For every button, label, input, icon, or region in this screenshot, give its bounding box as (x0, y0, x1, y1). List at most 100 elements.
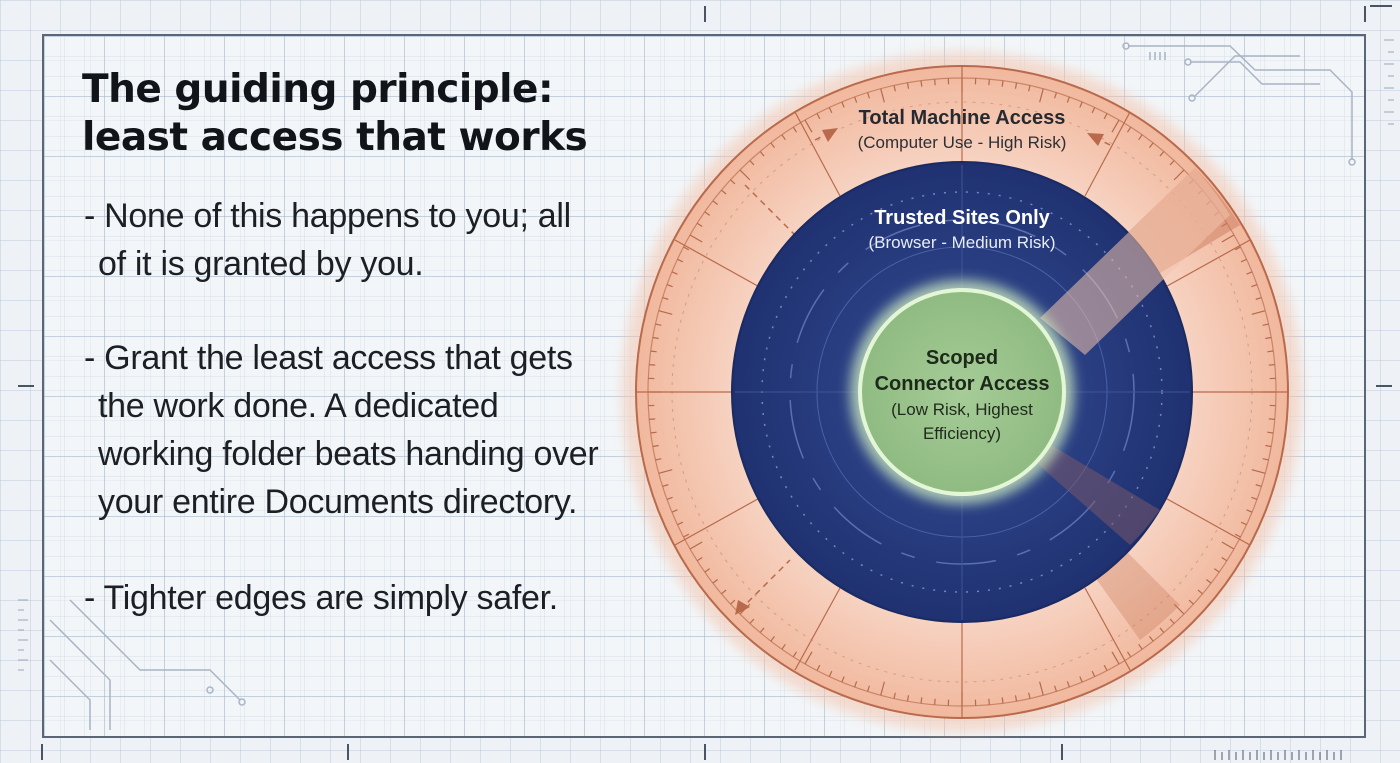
outer-ring-tick (1001, 80, 1004, 87)
outer-ring-tick (1159, 151, 1165, 157)
outer-ring-tick (828, 107, 833, 114)
outer-ring-tick (1265, 336, 1272, 340)
outer-ring-tick (730, 179, 736, 185)
outer-ring-tick (683, 246, 690, 251)
outer-ring-tick (816, 664, 821, 671)
outer-ring-tick (770, 142, 775, 149)
outer-ring-tick (1173, 169, 1185, 181)
outer-ring-tick (1054, 685, 1057, 692)
outer-ring-tick (893, 85, 896, 92)
outer-ring-tick (652, 336, 659, 340)
outer-ring-tick (1001, 697, 1004, 704)
outer-ring-tick (649, 364, 656, 366)
outer-ring-tick (1149, 142, 1154, 149)
outer-ring-dividers (636, 66, 1288, 718)
outer-ring-tick (792, 651, 798, 658)
outer-ring-tick (804, 119, 813, 133)
outer-ring-tick (1255, 297, 1262, 300)
slide-title-line-1: The guiding principle: (82, 67, 554, 112)
inner-circle-title-line-2: Connector Access (875, 373, 1050, 395)
outer-ring-tick (1205, 579, 1212, 584)
outer-ring-tick (1246, 509, 1253, 513)
outer-ring-tick (649, 418, 656, 420)
outer-ring-tick (1111, 651, 1120, 665)
middle-ring-subtitle: (Browser - Medium Risk) (868, 233, 1055, 252)
outer-ring-tick (666, 284, 673, 288)
outer-ring-tick (906, 695, 910, 702)
outer-ring-tick (1213, 568, 1220, 573)
outer-ring-tick (1262, 458, 1269, 461)
outer-ring-tick (721, 189, 727, 195)
outer-ring-tick (816, 113, 821, 120)
outer-ring-subtitle: (Computer Use - High Risk) (858, 133, 1067, 152)
outer-ring-tick (1054, 92, 1057, 99)
outer-ring-tick (749, 160, 755, 166)
inner-circle-subtitle-line-1: (Low Risk, Highest (891, 400, 1033, 419)
outer-ring-tick (867, 92, 870, 99)
outer-ring-tick (988, 698, 990, 705)
outer-ring-tick (1079, 676, 1083, 683)
outer-ring-tick (1126, 651, 1132, 658)
outer-ring-tick (721, 589, 727, 595)
outer-ring-tick (696, 556, 703, 562)
outer-ring-tick (683, 533, 690, 538)
outer-ring-tick (658, 469, 673, 474)
outer-ring-tick (841, 101, 845, 108)
outer-ring-tick (662, 484, 669, 487)
outer-ring-tick (1234, 246, 1241, 251)
outer-ring-tick (1240, 258, 1247, 263)
outer-ring-tick (1262, 323, 1269, 326)
outer-ring-tick (1138, 134, 1143, 141)
outer-ring-tick (1138, 643, 1143, 650)
outer-ring-tick (828, 670, 833, 677)
outer-ring-tick (804, 651, 813, 665)
outer-ring-tick (1251, 496, 1258, 500)
outer-ring-tick (934, 79, 936, 86)
outer-ring-tick (671, 509, 678, 513)
outer-ring-tick (792, 126, 798, 133)
outer-ring-tick (650, 350, 657, 353)
outer-ring-tick (1268, 418, 1275, 420)
outer-ring-tick (1251, 469, 1266, 474)
outer-ring-tick (1079, 101, 1083, 108)
outer-ring-tick (666, 496, 673, 500)
outer-ring-tick (781, 134, 786, 141)
outer-ring-tick (1221, 556, 1228, 562)
bullet-granted-by-you: - None of this happens to you; all of it… (84, 197, 571, 283)
bullet-least-access: - Grant the least access that gets the w… (84, 339, 599, 521)
outer-ring-tick (781, 643, 786, 650)
outer-ring-tick (689, 234, 703, 243)
bullet-tighter-edges: - Tighter edges are simply safer. (84, 579, 558, 617)
outer-ring-tick (880, 681, 885, 696)
outer-ring-tick (677, 258, 684, 263)
outer-ring-tick (1221, 234, 1235, 243)
middle-ring-title: Trusted Sites Only (874, 207, 1050, 229)
outer-ring-tick (655, 458, 662, 461)
outer-ring-tick (1251, 284, 1258, 288)
outer-ring-tick (1197, 589, 1203, 595)
outer-ring-tick (1103, 664, 1108, 671)
arrow-heads (735, 128, 1104, 615)
outer-ring-tick (1169, 618, 1175, 624)
outer-ring-tick (1173, 603, 1185, 615)
outer-ring-tick (1028, 692, 1031, 699)
outer-ring-tick (712, 200, 719, 205)
outer-ring-tick (652, 444, 659, 448)
outer-ring-tick (1149, 635, 1154, 642)
outer-ring-tick (1268, 364, 1275, 366)
outer-ring-tick (1251, 310, 1266, 315)
outer-ring-tick (906, 82, 910, 89)
outer-ring-tick (759, 627, 765, 633)
inner-circle (858, 288, 1066, 496)
outer-ring-tick (1267, 350, 1274, 353)
outer-ring-tick (658, 310, 673, 315)
outer-ring-tick (988, 79, 990, 86)
outer-ring-tick (662, 297, 669, 300)
outer-ring-tick (704, 568, 711, 573)
outer-ring-tick (934, 698, 936, 705)
outer-ring-tick (1240, 521, 1247, 526)
outer-ring-tick (1267, 431, 1274, 434)
outer-ring-tick (1014, 82, 1018, 89)
